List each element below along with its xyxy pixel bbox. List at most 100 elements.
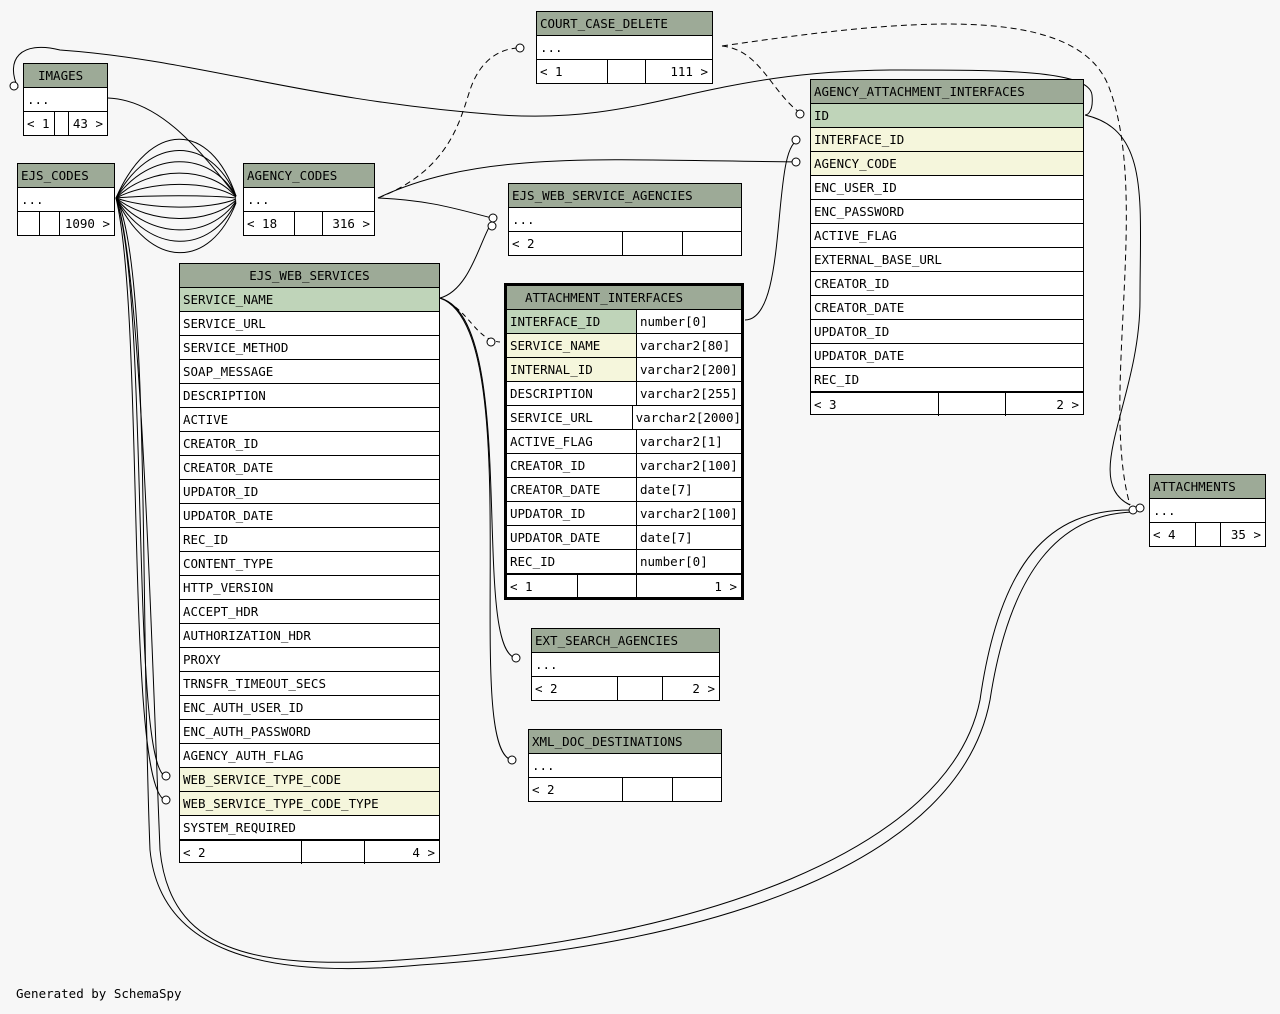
table-title[interactable]: EXT_SEARCH_AGENCIES <box>532 629 719 653</box>
table-ejs-web-service-agencies[interactable]: EJS_WEB_SERVICE_AGENCIES ... < 2 <box>508 183 742 256</box>
child-count[interactable]: 316 > <box>322 212 374 236</box>
column-active[interactable]: ACTIVE <box>183 412 229 427</box>
column-description[interactable]: DESCRIPTION <box>183 388 266 403</box>
column-enc-user-id[interactable]: ENC_USER_ID <box>814 180 897 195</box>
table-attachments[interactable]: ATTACHMENTS ... < 4 35 > <box>1149 474 1266 547</box>
parent-count[interactable]: < 1 <box>510 579 533 594</box>
column-enc-password[interactable]: ENC_PASSWORD <box>814 204 905 219</box>
columns-collapsed: ... <box>532 758 555 773</box>
court-case-aai-link <box>721 45 801 114</box>
parent-count[interactable]: < 2 <box>512 236 535 251</box>
column-count <box>617 677 662 701</box>
table-images[interactable]: IMAGES ... < 1 43 > <box>23 63 108 136</box>
column-count <box>607 60 645 84</box>
table-ext-search-agencies[interactable]: EXT_SEARCH_AGENCIES ... < 2 2 > <box>531 628 720 701</box>
column-creator-id[interactable]: CREATOR_ID <box>510 458 586 473</box>
column-updator-date[interactable]: UPDATOR_DATE <box>814 348 905 363</box>
child-count[interactable] <box>682 232 741 256</box>
column-rec-id[interactable]: REC_ID <box>183 532 229 547</box>
parent-count[interactable]: < 18 <box>247 216 278 231</box>
table-ejs-codes[interactable]: EJS_CODES ... 1090 > <box>17 163 115 236</box>
column-content-type[interactable]: CONTENT_TYPE <box>183 556 274 571</box>
column-trnsfr-timeout-secs[interactable]: TRNSFR_TIMEOUT_SECS <box>183 676 326 691</box>
column-enc-auth-user-id[interactable]: ENC_AUTH_USER_ID <box>183 700 304 715</box>
column-updator-id[interactable]: UPDATOR_ID <box>183 484 259 499</box>
table-title[interactable]: COURT_CASE_DELETE <box>537 12 712 36</box>
column-rec-id[interactable]: REC_ID <box>814 372 860 387</box>
column-rec-id[interactable]: REC_ID <box>510 554 556 569</box>
column-service-name[interactable]: SERVICE_NAME <box>183 292 274 307</box>
column-updator-id[interactable]: UPDATOR_ID <box>814 324 890 339</box>
agency-codes-aai-link <box>377 159 801 199</box>
child-count[interactable] <box>672 778 721 802</box>
parent-count[interactable]: < 2 <box>183 845 206 860</box>
table-title[interactable]: EJS_WEB_SERVICE_AGENCIES <box>509 184 741 208</box>
column-service-url[interactable]: SERVICE_URL <box>183 316 266 331</box>
table-title[interactable]: IMAGES <box>24 64 107 88</box>
parent-count[interactable]: < 2 <box>535 681 558 696</box>
column-interface-id[interactable]: INTERFACE_ID <box>814 132 905 147</box>
parent-count[interactable]: < 4 <box>1153 527 1176 542</box>
parent-count[interactable]: < 1 <box>27 116 50 131</box>
table-title[interactable]: AGENCY_CODES <box>244 164 374 188</box>
child-count[interactable]: 35 > <box>1220 523 1265 547</box>
column-updator-date[interactable]: UPDATOR_DATE <box>510 530 601 545</box>
column-count <box>1195 523 1220 547</box>
table-agency-attachment-interfaces[interactable]: AGENCY_ATTACHMENT_INTERFACES ID INTERFAC… <box>810 79 1084 416</box>
column-creator-date[interactable]: CREATOR_DATE <box>183 460 274 475</box>
columns-collapsed: ... <box>21 192 44 207</box>
column-enc-auth-password[interactable]: ENC_AUTH_PASSWORD <box>183 724 311 739</box>
column-soap-message[interactable]: SOAP_MESSAGE <box>183 364 274 379</box>
parent-count[interactable]: < 3 <box>814 397 837 412</box>
table-agency-codes[interactable]: AGENCY_CODES ... < 18 316 > <box>243 163 375 236</box>
column-active-flag[interactable]: ACTIVE_FLAG <box>814 228 897 243</box>
column-web-service-type-code-type[interactable]: WEB_SERVICE_TYPE_CODE_TYPE <box>183 796 379 811</box>
column-agency-code[interactable]: AGENCY_CODE <box>814 156 897 171</box>
column-interface-id[interactable]: INTERFACE_ID <box>510 314 601 329</box>
column-updator-date[interactable]: UPDATOR_DATE <box>183 508 274 523</box>
child-count[interactable]: 2 > <box>662 677 719 701</box>
parent-count[interactable]: < 2 <box>532 782 555 797</box>
table-title[interactable]: ATTACHMENT_INTERFACES <box>507 286 741 310</box>
parent-count[interactable] <box>18 212 39 236</box>
column-authorization-hdr[interactable]: AUTHORIZATION_HDR <box>183 628 311 643</box>
table-ejs-web-services[interactable]: EJS_WEB_SERVICES SERVICE_NAME SERVICE_UR… <box>179 263 440 864</box>
column-description[interactable]: DESCRIPTION <box>510 386 593 401</box>
column-creator-date[interactable]: CREATOR_DATE <box>814 300 905 315</box>
parent-count[interactable]: < 1 <box>540 64 563 79</box>
table-attachment-interfaces[interactable]: ATTACHMENT_INTERFACES INTERFACE_ID numbe… <box>504 283 744 600</box>
agency-codes-court-case-link <box>377 47 521 199</box>
column-proxy[interactable]: PROXY <box>183 652 221 667</box>
column-active-flag[interactable]: ACTIVE_FLAG <box>510 434 593 449</box>
table-title[interactable]: ATTACHMENTS <box>1150 475 1265 499</box>
table-title[interactable]: AGENCY_ATTACHMENT_INTERFACES <box>811 80 1083 104</box>
column-http-version[interactable]: HTTP_VERSION <box>183 580 274 595</box>
table-title[interactable]: XML_DOC_DESTINATIONS <box>529 730 721 754</box>
column-count <box>577 575 636 598</box>
column-creator-id[interactable]: CREATOR_ID <box>814 276 890 291</box>
column-system-required[interactable]: SYSTEM_REQUIRED <box>183 820 296 835</box>
table-title[interactable]: EJS_WEB_SERVICES <box>180 264 439 288</box>
child-count[interactable]: 1 > <box>636 575 741 598</box>
child-count[interactable]: 1090 > <box>59 212 114 236</box>
column-updator-id[interactable]: UPDATOR_ID <box>510 506 586 521</box>
table-court-case-delete[interactable]: COURT_CASE_DELETE ... < 1 111 > <box>536 11 713 84</box>
columns-collapsed: ... <box>27 92 50 107</box>
table-title[interactable]: EJS_CODES <box>18 164 114 188</box>
column-web-service-type-code[interactable]: WEB_SERVICE_TYPE_CODE <box>183 772 342 787</box>
column-service-url[interactable]: SERVICE_URL <box>510 410 593 425</box>
child-count[interactable]: 111 > <box>645 60 712 84</box>
child-count[interactable]: 4 > <box>364 841 439 864</box>
column-creator-id[interactable]: CREATOR_ID <box>183 436 259 451</box>
column-service-name[interactable]: SERVICE_NAME <box>510 338 601 353</box>
table-xml-doc-destinations[interactable]: XML_DOC_DESTINATIONS ... < 2 <box>528 729 722 802</box>
child-count[interactable]: 2 > <box>1005 393 1083 416</box>
column-external-base-url[interactable]: EXTERNAL_BASE_URL <box>814 252 942 267</box>
column-agency-auth-flag[interactable]: AGENCY_AUTH_FLAG <box>183 748 304 763</box>
column-id[interactable]: ID <box>814 108 830 123</box>
column-accept-hdr[interactable]: ACCEPT_HDR <box>183 604 259 619</box>
column-service-method[interactable]: SERVICE_METHOD <box>183 340 289 355</box>
column-creator-date[interactable]: CREATOR_DATE <box>510 482 601 497</box>
column-internal-id[interactable]: INTERNAL_ID <box>510 362 593 377</box>
child-count[interactable]: 43 > <box>68 112 107 136</box>
